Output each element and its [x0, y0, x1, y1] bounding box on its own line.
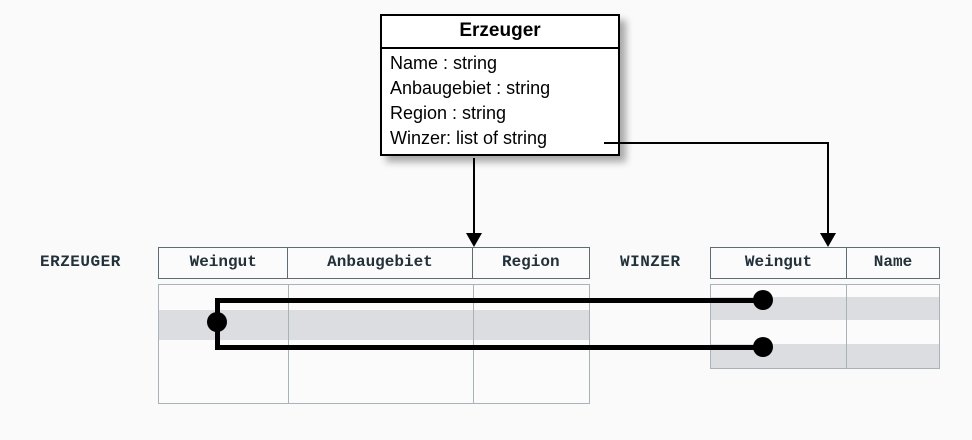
table-cell	[711, 344, 847, 368]
relation-header-erzeuger: Weingut Anbaugebiet Region	[158, 247, 590, 279]
table-cell	[847, 320, 939, 344]
uml-class-box-erzeuger: Erzeuger Name : string Anbaugebiet : str…	[380, 14, 620, 156]
column-header-weingut: Weingut	[711, 248, 847, 278]
table-cell	[711, 297, 847, 320]
join-endpoint-dot-winzer-row1	[753, 290, 773, 310]
table-row[interactable]	[159, 340, 589, 370]
table-cell	[847, 297, 939, 320]
table-cell	[159, 370, 289, 403]
uml-attribute-winzer: Winzer: list of string	[390, 128, 548, 148]
uml-attribute-list: Name : string Anbaugebiet : string Regio…	[382, 49, 618, 154]
table-cell	[711, 320, 847, 344]
column-header-name: Name	[873, 253, 913, 271]
column-header-anbaugebiet: Anbaugebiet	[288, 248, 473, 278]
mapping-arrow-head-winzer	[820, 233, 836, 247]
table-cell	[289, 310, 474, 340]
table-cell	[289, 370, 474, 403]
join-link-horizontal-lower	[215, 345, 763, 350]
table-cell	[847, 344, 939, 368]
join-link-horizontal-upper	[215, 298, 763, 303]
relation-body-winzer	[710, 284, 940, 369]
uml-attribute-name: Name : string	[390, 53, 498, 73]
table-cell	[159, 340, 289, 370]
relation-header-winzer: Weingut Name	[710, 247, 940, 279]
table-cell	[289, 285, 474, 310]
relation-body-erzeuger	[158, 284, 590, 404]
column-header-region: Region	[501, 253, 560, 271]
column-header-weingut: Weingut	[159, 248, 289, 278]
table-cell	[474, 310, 589, 340]
table-cell	[289, 340, 474, 370]
uml-class-title: Erzeuger	[382, 16, 618, 49]
join-endpoint-dot-erzeuger	[207, 312, 227, 332]
table-row[interactable]	[159, 285, 589, 310]
mapping-arrow-line-winzer	[827, 142, 829, 235]
relation-label-erzeuger: ERZEUGER	[40, 253, 121, 271]
table-row[interactable]	[711, 285, 939, 297]
mapping-arrow-elbow-horizontal-winzer	[604, 142, 829, 144]
table-row[interactable]	[711, 320, 939, 344]
uml-attribute-anbaugebiet: Anbaugebiet : string	[390, 78, 551, 98]
table-cell	[711, 285, 847, 297]
table-cell	[847, 285, 939, 297]
uml-attribute-region: Region : string	[390, 103, 507, 123]
table-row[interactable]	[159, 310, 589, 340]
mapping-arrow-line-region	[473, 158, 475, 235]
relation-label-winzer: WINZER	[620, 253, 681, 271]
table-row[interactable]	[159, 370, 589, 403]
join-endpoint-dot-winzer-row3	[753, 337, 773, 357]
table-cell	[159, 285, 289, 310]
table-cell	[474, 370, 589, 403]
table-cell	[159, 310, 289, 340]
mapping-arrow-head-region	[466, 233, 482, 247]
